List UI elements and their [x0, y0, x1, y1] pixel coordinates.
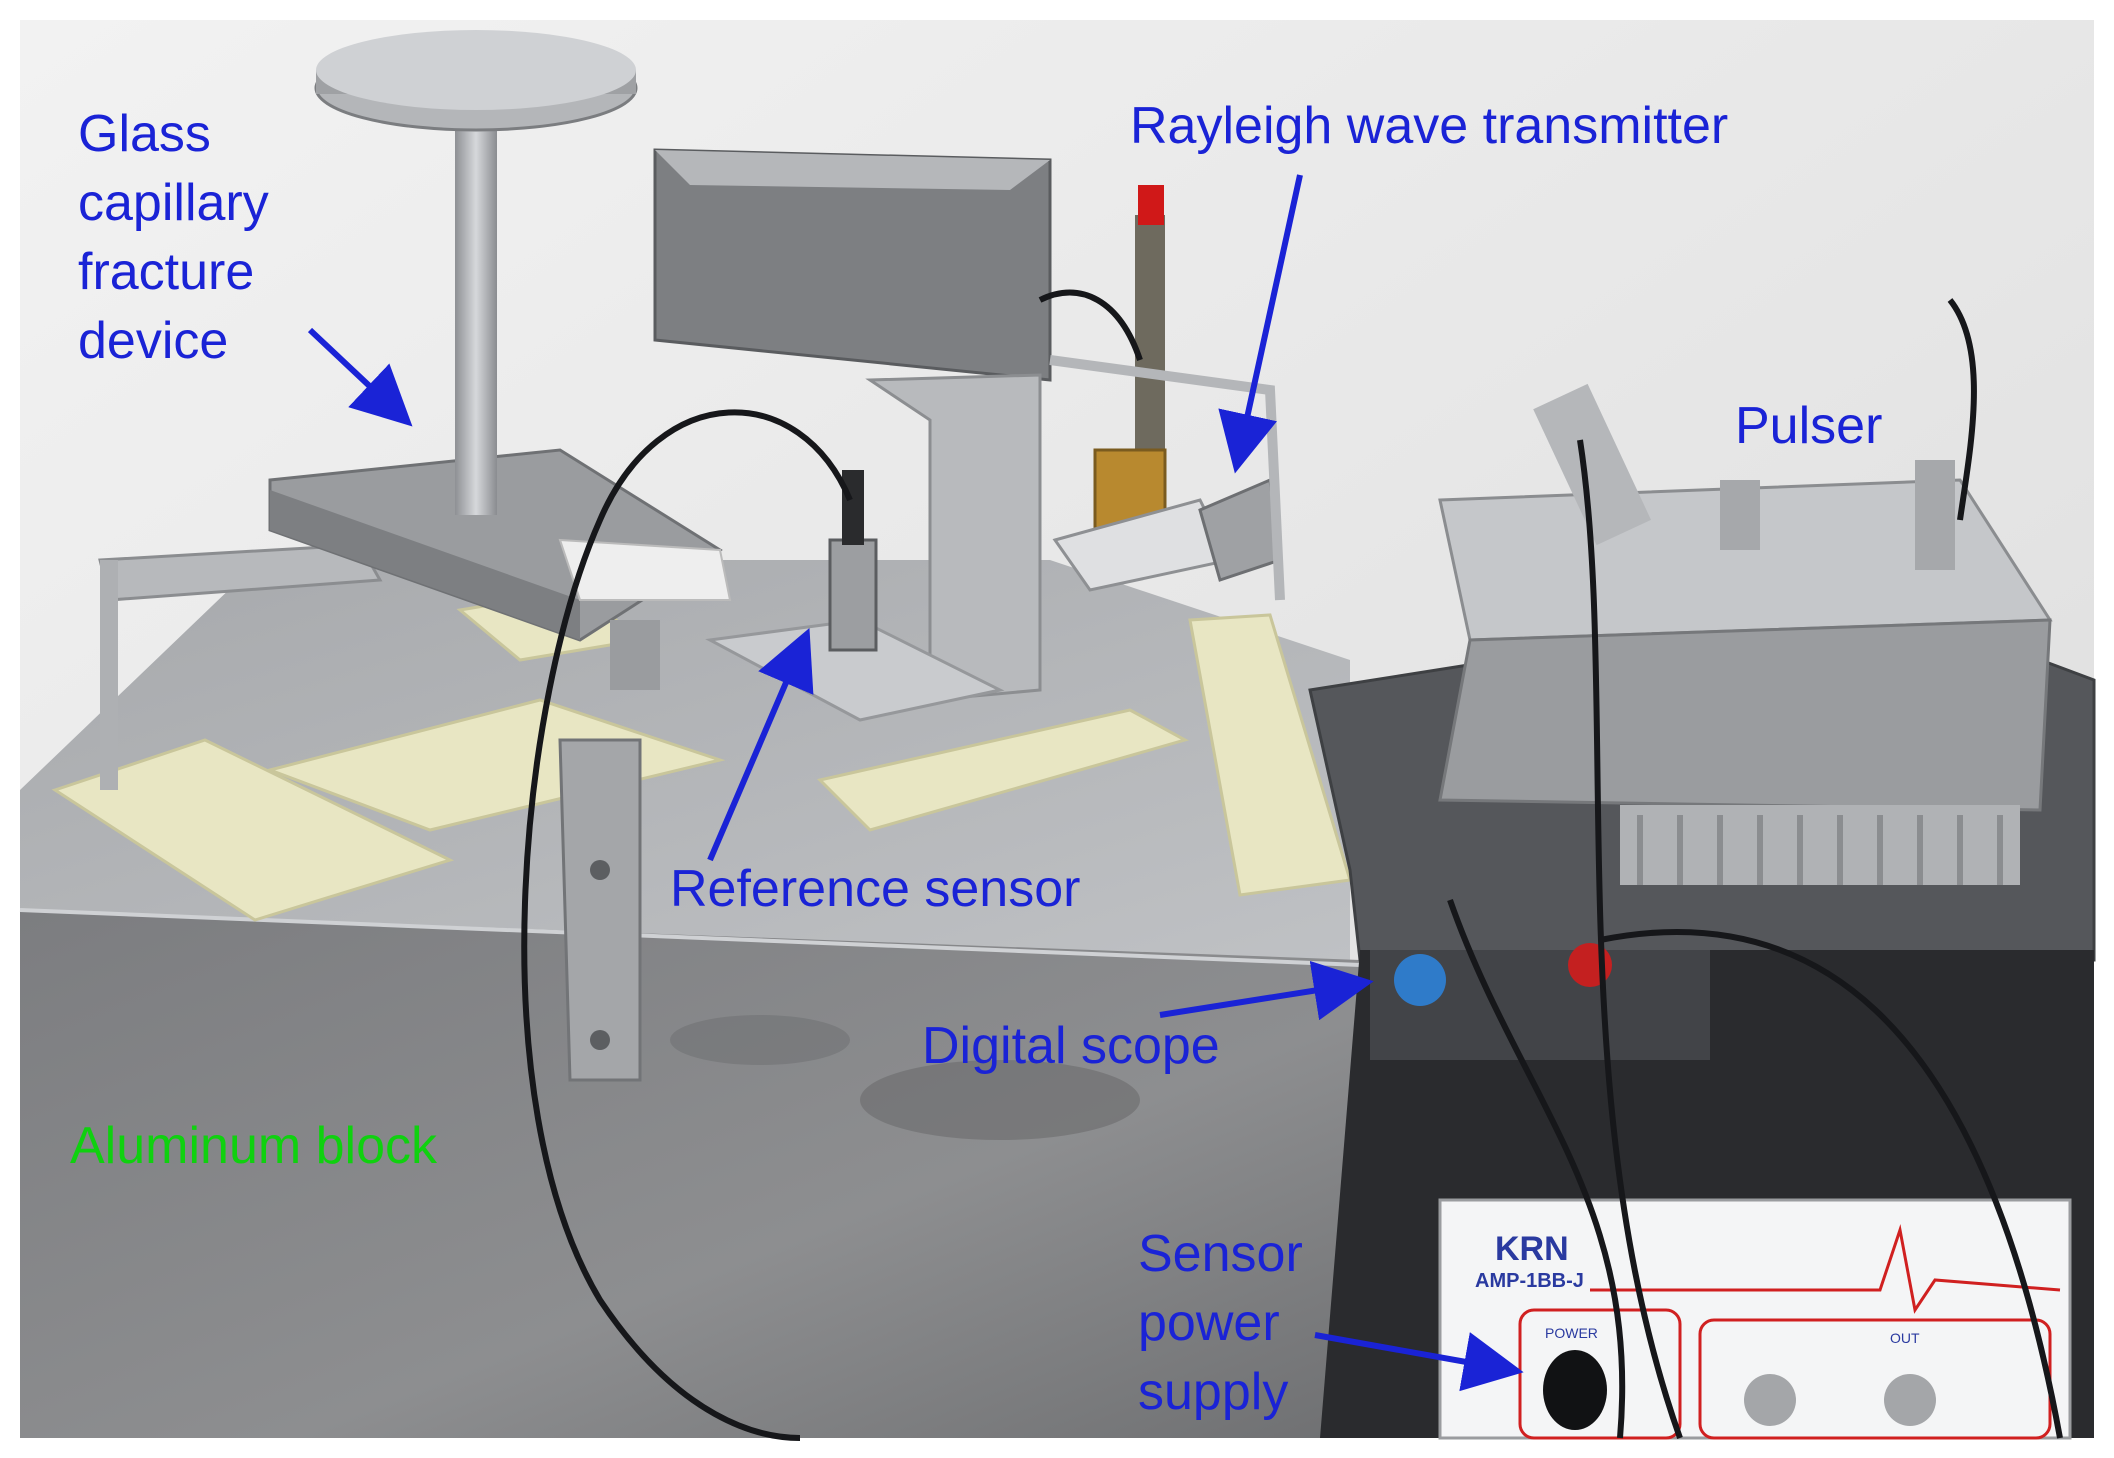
label-rayleigh-wave-transmitter: Rayleigh wave transmitter [1130, 97, 1729, 155]
arrow-reference-sensor [707, 627, 814, 862]
rayleigh-transmitter [1049, 185, 1285, 601]
label-pulser: Pulser [1735, 397, 1883, 455]
arrow-sensor-power [1314, 1332, 1524, 1392]
arrow-glass-device [307, 327, 413, 427]
arrow-rayleigh [1218, 174, 1303, 474]
label-glass-capillary-device: Glass capillary fracture device [78, 100, 269, 377]
sensor-power-supply [1438, 1198, 2072, 1440]
front-bracket [558, 738, 642, 1082]
label-sensor-power-supply: Sensor power supply [1138, 1220, 1303, 1427]
annotation-arrows [307, 174, 1524, 1392]
arrow-digital-scope [1159, 960, 1374, 1021]
label-line: Glass [78, 105, 211, 163]
label-line: supply [1138, 1363, 1289, 1422]
block-edge [19, 908, 1361, 967]
aluminum-block-front [20, 910, 1360, 1438]
block-stain [670, 1015, 850, 1065]
label-digital-scope: Digital scope [922, 1017, 1220, 1075]
label-line: fracture [78, 243, 255, 302]
device-model-text: AMP-1BB-J [1475, 1270, 1584, 1292]
cables [521, 289, 2063, 1441]
label-line: device [78, 312, 229, 371]
device-out-text: OUT [1890, 1330, 1920, 1346]
device-power-text: POWER [1545, 1325, 1598, 1341]
label-line: Sensor [1138, 1225, 1303, 1283]
bracket-hole [590, 860, 610, 880]
label-reference-sensor: Reference sensor [670, 860, 1081, 918]
block-stain [860, 1060, 1140, 1140]
label-line: power [1138, 1294, 1280, 1353]
glass-capillary-device [98, 30, 732, 790]
bracket-hole [590, 1030, 610, 1050]
label-line: capillary [78, 174, 269, 233]
device-brand-text: KRN [1495, 1230, 1569, 1268]
label-aluminum-block: Aluminum block [70, 1117, 438, 1175]
